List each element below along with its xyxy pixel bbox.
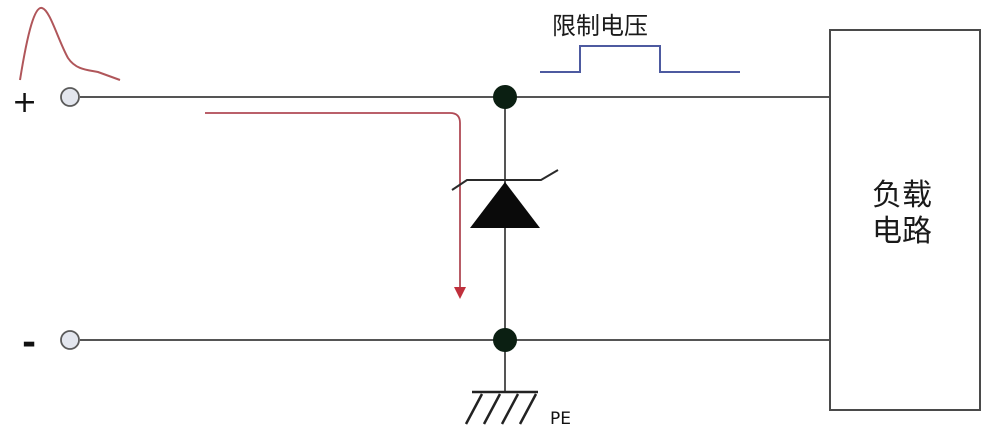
positive-terminal: [60, 87, 80, 107]
pe-label: PE: [550, 409, 571, 429]
bottom-junction-node: [493, 328, 517, 352]
load-circuit-box: [829, 29, 981, 411]
limited-voltage-label: 限制电压: [552, 12, 648, 40]
tvs-diode-triangle: [470, 182, 540, 228]
surge-pulse-waveform: [19, 6, 121, 81]
plus-label: +: [12, 85, 37, 120]
ground-hatch-icon: [464, 393, 538, 425]
load-label-line1: 负载: [872, 178, 932, 213]
tvs-diode-bar: [451, 169, 559, 191]
clamped-voltage-waveform: [540, 45, 740, 73]
negative-terminal: [60, 330, 80, 350]
surge-current-path: [205, 112, 461, 288]
load-label-line2: 电路: [872, 214, 932, 249]
top-junction-node: [493, 85, 517, 109]
current-arrowhead: [454, 287, 466, 299]
minus-label: -: [22, 323, 36, 363]
